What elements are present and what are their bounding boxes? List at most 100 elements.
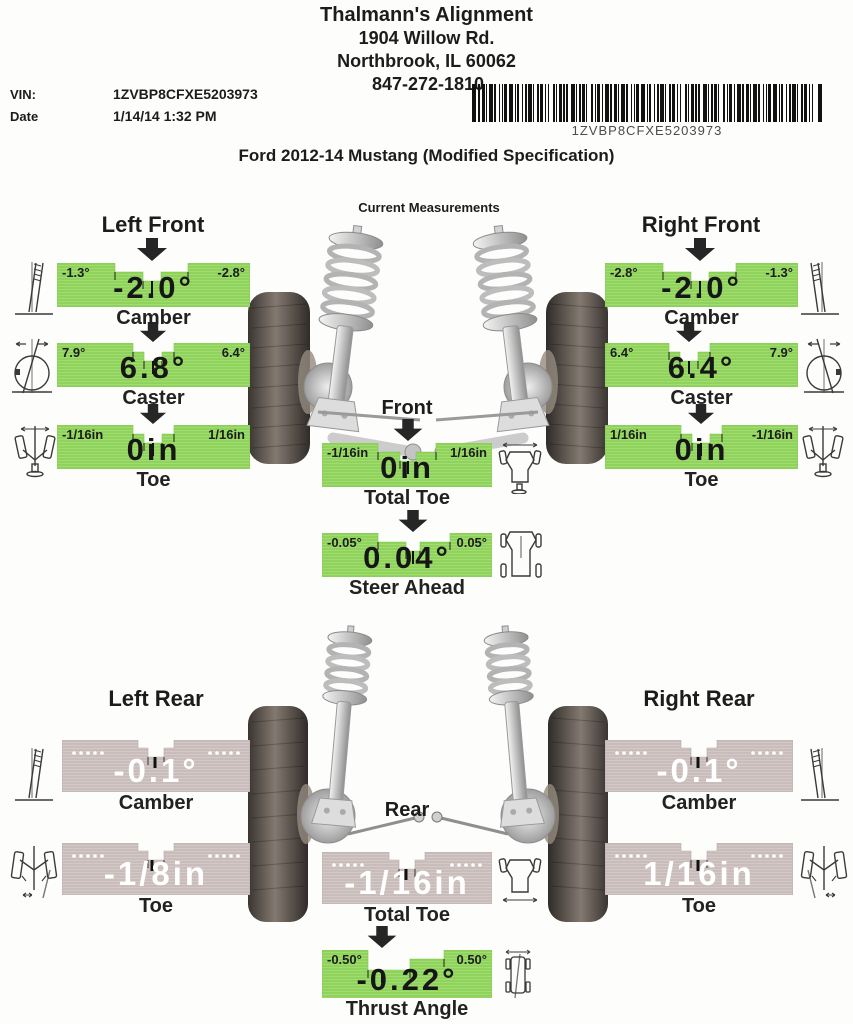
camber-value: -2.0°: [661, 270, 742, 305]
down-arrow-icon: [367, 926, 397, 948]
camber-icon: [15, 748, 53, 801]
date-value: 1/14/14 1:32 PM: [113, 108, 217, 124]
toe-value: 0in: [674, 432, 729, 467]
gauge-bar: [62, 740, 250, 792]
vin-value: 1ZVBP8CFXE5203973: [113, 86, 258, 102]
range-min: 7.9°: [62, 345, 86, 360]
caster-label: Caster: [122, 387, 185, 409]
rear-center-label: Rear: [384, 799, 430, 821]
toe-label: Toe: [138, 895, 174, 917]
toe-label: Toe: [136, 469, 171, 491]
range-min: -0.05°: [327, 535, 362, 550]
business-phone: 847-272-1810: [371, 74, 485, 94]
rear-toe-icon: [10, 846, 58, 899]
down-arrow-icon: [139, 404, 167, 424]
right-front-caster-gauge: 6.4° 7.9° 6.4° Caster: [605, 343, 798, 413]
gauge-bar: [62, 843, 250, 895]
camber-label: Camber: [118, 792, 194, 814]
down-arrow-icon: [137, 238, 167, 261]
range-max: 0.50°: [456, 952, 487, 967]
front-center-label: Front: [381, 397, 433, 419]
camber-label: Camber: [661, 792, 737, 814]
down-arrow-icon: [687, 404, 715, 424]
range-min: -1/16in: [327, 445, 369, 460]
gauge-bar: [57, 343, 250, 387]
rear-toe-icon: [800, 846, 848, 899]
right-front-title: Right Front: [641, 212, 761, 237]
left-front-camber-gauge: -1.3° -2.8° -2.0° Camber: [57, 263, 250, 333]
left-front-toe-gauge: -1/16in 1/16in 0in Toe: [57, 425, 250, 495]
gauge-bar: [605, 343, 798, 387]
toe-label: Toe: [681, 895, 717, 917]
total-toe-label: Total Toe: [364, 904, 450, 926]
right-front-camber-gauge: -2.8° -1.3° -2.0° Camber: [605, 263, 798, 333]
barcode: [472, 84, 822, 122]
thrust-angle-value: -0.22°: [356, 962, 458, 997]
thrust-angle-icon: [505, 949, 531, 999]
gauge-bar: [57, 263, 250, 307]
range-min: 6.4°: [610, 345, 634, 360]
vehicle-title: Ford 2012-14 Mustang (Modified Specifica…: [238, 146, 615, 165]
caster-value: 6.8°: [119, 350, 188, 385]
camber-label: Camber: [664, 307, 739, 329]
right-rear-title: Right Rear: [643, 686, 755, 711]
front-suspension-illustration: [248, 212, 608, 464]
total-toe-icon: [498, 442, 542, 494]
rear-total-toe-gauge: -1/16in Total Toe: [322, 852, 492, 930]
gauge-bar: [605, 425, 798, 469]
toe-icon: [14, 426, 56, 478]
toe-label: Toe: [684, 469, 719, 491]
camber-value: -0.1°: [656, 752, 742, 789]
range-max: -1/16in: [751, 427, 793, 442]
left-rear-title: Left Rear: [108, 686, 204, 711]
toe-value: -1/8in: [103, 855, 209, 892]
range-max: 0.05°: [456, 535, 487, 550]
range-max: -2.8°: [217, 265, 245, 280]
current-measurements-label: Current Measurements: [358, 200, 500, 215]
range-max: 6.4°: [221, 345, 245, 360]
down-arrow-icon: [675, 322, 703, 342]
left-rear-toe-gauge: -1/8in Toe: [62, 843, 250, 921]
range-min: -0.50°: [327, 952, 362, 967]
camber-value: -2.0°: [113, 270, 194, 305]
range-max: 1/16in: [450, 445, 487, 460]
right-front-toe-gauge: 1/16in -1/16in 0in Toe: [605, 425, 798, 495]
caster-value: 6.4°: [667, 350, 736, 385]
steer-ahead-value: 0.04°: [363, 540, 451, 575]
toe-value: 1/16in: [643, 855, 755, 892]
gauge-bar: [322, 852, 492, 904]
range-max: -1.3°: [765, 265, 793, 280]
thrust-angle-gauge: -0.50° 0.50° -0.22° Thrust Angle: [322, 950, 492, 1024]
vin-label: VIN:: [10, 87, 36, 102]
business-address: 1904 Willow Rd.: [358, 28, 495, 48]
down-arrow-icon: [393, 419, 423, 441]
range-min: 1/16in: [610, 427, 647, 442]
gauge-bar: [322, 950, 492, 998]
total-toe-value: 0in: [380, 450, 434, 485]
down-arrow-icon: [398, 510, 428, 532]
thrust-angle-label: Thrust Angle: [345, 998, 469, 1020]
total-toe-value: -1/16in: [344, 864, 470, 901]
camber-icon: [15, 262, 53, 315]
front-total-toe-gauge: -1/16in 1/16in 0in Total Toe: [322, 443, 492, 513]
toe-icon: [802, 426, 844, 478]
range-max: 1/16in: [208, 427, 245, 442]
caster-icon: [804, 338, 844, 394]
business-city: Northbrook, IL 60062: [337, 51, 516, 71]
left-front-caster-gauge: 7.9° 6.4° 6.8° Caster: [57, 343, 250, 413]
date-label: Date: [10, 109, 39, 124]
gauge-bar: [322, 533, 492, 577]
range-min: -2.8°: [610, 265, 638, 280]
right-rear-camber-gauge: -0.1° Camber: [605, 740, 793, 818]
caster-icon: [12, 338, 52, 394]
down-arrow-icon: [685, 238, 715, 261]
steer-ahead-gauge: -0.05° 0.05° 0.04° Steer Ahead: [322, 533, 492, 603]
camber-value: -0.1°: [113, 752, 199, 789]
gauge-bar: [605, 740, 793, 792]
business-name: Thalmann's Alignment: [320, 4, 533, 26]
gauge-bar: [605, 263, 798, 307]
caster-label: Caster: [670, 387, 733, 409]
left-front-title: Left Front: [101, 212, 205, 237]
down-arrow-icon: [139, 322, 167, 342]
